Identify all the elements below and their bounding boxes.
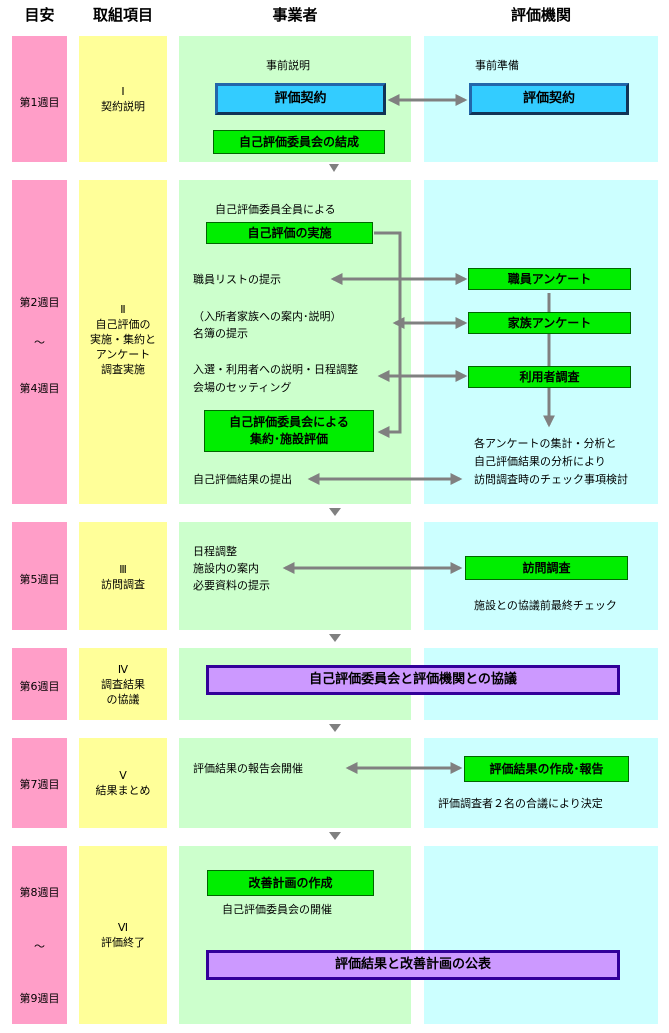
report-meeting-text: 評価結果の報告会開催 (193, 762, 303, 775)
week-8: 第8週目 (19, 886, 60, 899)
header-item: 取組項目 (92, 6, 153, 24)
section3-item-bg (79, 522, 167, 630)
item-3-label: 訪問調査 (101, 578, 145, 591)
section-arrow-5 (329, 832, 341, 840)
item-2-number: Ⅱ (120, 303, 126, 316)
header-evaluator: 評価機関 (510, 6, 571, 24)
item-2-line1: 自己評価の (95, 318, 151, 331)
improve-plan-box: 改善計画の作成 (207, 870, 374, 896)
user-text-line2: 会場のセッティング (193, 381, 292, 394)
submit-results-text: 自己評価結果の提出 (193, 473, 292, 486)
item-4: Ⅳ 調査結果 の協議 (79, 662, 167, 707)
section6-item-bg (79, 846, 167, 1024)
section2-evaluator-bg (424, 180, 658, 504)
section6-evaluator-bg (424, 846, 658, 1024)
week-7: 第7週目 (19, 778, 60, 791)
item-6-label: 評価終了 (101, 936, 145, 949)
analysis-line2: 自己評価結果の分析により (474, 455, 606, 468)
evaluator-contract-box: 評価契約 (469, 83, 629, 115)
item-2-line4: 調査実施 (101, 363, 145, 376)
section5-item-bg (79, 738, 167, 828)
facility-guide-text: 施設内の案内 (193, 562, 259, 575)
aggregate-line1: 自己評価委員会による (229, 415, 349, 429)
aggregate-box: 自己評価委員会による 集約･施設評価 (204, 410, 374, 452)
section1-item-bg (79, 36, 167, 162)
item-5-number: Ⅴ (119, 769, 127, 782)
pre-preparation: 事前準備 (475, 59, 519, 72)
section-arrow-1 (329, 164, 339, 172)
item-1-number: Ⅰ (121, 85, 125, 98)
self-eval-implement-box: 自己評価の実施 (206, 222, 373, 244)
item-6-number: Ⅵ (117, 921, 129, 934)
section5-guide-bg (12, 738, 67, 828)
all-members-note: 自己評価委員全員による (215, 203, 336, 216)
item-4-line2: の協議 (106, 693, 140, 706)
item-6: Ⅵ 評価終了 (79, 920, 167, 950)
section4-item-bg (79, 648, 167, 720)
committee-formation-box: 自己評価委員会の結成 (213, 130, 385, 154)
week-4: 第4週目 (19, 382, 60, 395)
discussion-box: 自己評価委員会と評価機関との協議 (206, 665, 620, 695)
item-4-number: Ⅳ (117, 663, 129, 676)
family-survey-box: 家族アンケート (468, 312, 631, 334)
section6-guide-bg (12, 846, 67, 1024)
arrow-implement-to-aggregate (374, 231, 402, 438)
item-2-line3: アンケート (95, 348, 151, 361)
week-2: 第2週目 (19, 296, 60, 309)
analysis-line3: 訪問調査時のチェック事項検討 (474, 473, 628, 486)
header-operator: 事業者 (272, 6, 318, 24)
aggregate-line2: 集約･施設評価 (249, 432, 328, 446)
item-3-number: Ⅲ (119, 563, 127, 576)
week-tilde-1: 〜 (34, 336, 45, 349)
header-guide: 目安 (24, 6, 55, 24)
item-1: Ⅰ 契約説明 (79, 84, 167, 114)
documents-text: 必要資料の提示 (193, 579, 270, 592)
decision-text: 評価調査者２名の合議により決定 (438, 797, 603, 810)
item-3: Ⅲ 訪問調査 (79, 562, 167, 592)
week-1: 第1週目 (19, 96, 60, 109)
staff-survey-box: 職員アンケート (468, 268, 631, 290)
section4-guide-bg (12, 648, 67, 720)
section3-operator-bg (179, 522, 411, 630)
visit-survey-box: 訪問調査 (465, 556, 628, 580)
section5-operator-bg (179, 738, 411, 828)
section1-guide-bg (12, 36, 67, 162)
publish-box: 評価結果と改善計画の公表 (206, 950, 620, 980)
week-5: 第5週目 (19, 573, 60, 586)
analysis-line1: 各アンケートの集計・分析と (474, 437, 617, 450)
item-5-label: 結果まとめ (95, 784, 151, 797)
item-5: Ⅴ 結果まとめ (79, 768, 167, 798)
final-check-text: 施設との協議前最終チェック (474, 599, 617, 612)
section-arrow-4 (329, 724, 341, 732)
item-1-label: 契約説明 (101, 100, 145, 113)
staff-list-text: 職員リストの提示 (193, 273, 281, 286)
schedule-text: 日程調整 (193, 545, 237, 558)
user-text-line1: 入選・利用者への説明・日程調整 (193, 363, 358, 376)
week-tilde-2: 〜 (34, 940, 45, 953)
user-survey-box: 利用者調査 (468, 366, 631, 388)
section2-item-bg (79, 180, 167, 504)
section-arrow-2 (329, 508, 341, 516)
section5-evaluator-bg (424, 738, 658, 828)
operator-contract-box: 評価契約 (215, 83, 386, 115)
section-arrow-3 (329, 634, 341, 642)
make-report-box: 評価結果の作成･報告 (464, 756, 629, 782)
family-text-line1: （入所者家族への案内･説明） (193, 310, 342, 323)
family-text-line2: 名簿の提示 (193, 327, 248, 340)
item-2: Ⅱ 自己評価の 実施・集約と アンケート 調査実施 (79, 302, 167, 377)
item-2-line2: 実施・集約と (90, 333, 156, 346)
pre-explanation: 事前説明 (266, 59, 310, 72)
committee-meeting-text: 自己評価委員会の開催 (222, 903, 332, 916)
section3-guide-bg (12, 522, 67, 630)
section2-guide-bg (12, 180, 67, 504)
week-9: 第9週目 (19, 992, 60, 1005)
item-4-line1: 調査結果 (101, 678, 145, 691)
week-6: 第6週目 (19, 680, 60, 693)
